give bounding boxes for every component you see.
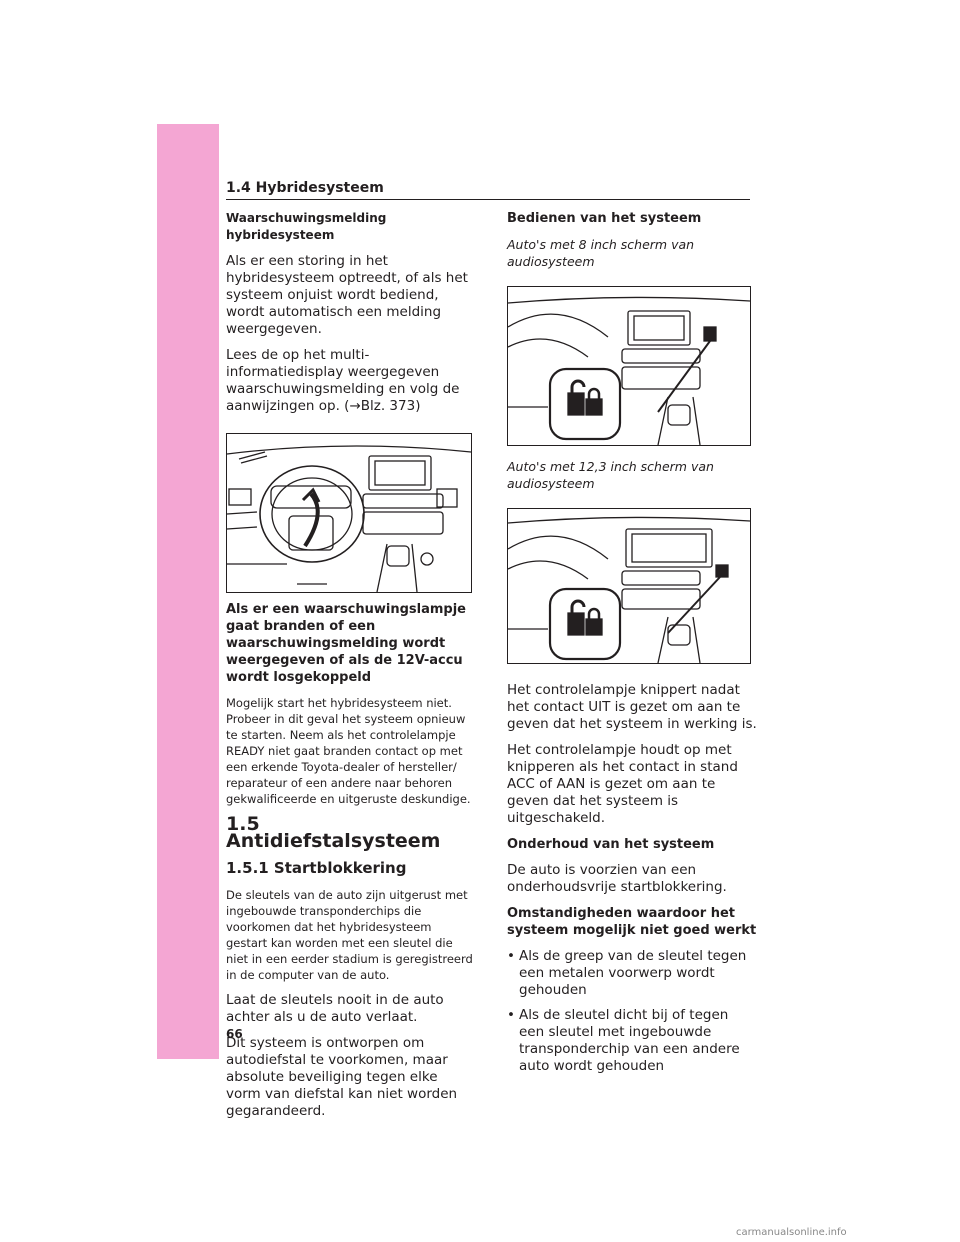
paragraph-small: De sleutels van de auto zijn uitgerust m…: [226, 888, 473, 982]
paragraph: Lees de op het multi-informatiedisplay w…: [226, 347, 460, 414]
bullet-icon: •: [507, 1007, 515, 1023]
list-item-text: Als de sleutel dicht bij of tegen een sl…: [519, 1007, 740, 1074]
caption-8-inch: Auto's met 8 inch scherm van audiosystee…: [507, 237, 695, 269]
heading-maintenance: Onderhoud van het systeem: [507, 837, 715, 852]
paragraph: Laat de sleutels nooit in de auto achter…: [226, 992, 444, 1025]
page-number: 66: [226, 1027, 243, 1041]
list-item-text: Als de greep van de sleutel tegen een me…: [519, 948, 747, 998]
header-rule: [226, 199, 750, 200]
section-header: 1.4 Hybridesysteem: [226, 180, 384, 196]
paragraph: Het controlelampje houdt op met knippere…: [507, 742, 738, 826]
left-column: Waarschuwingsmelding hybridesysteem Als …: [226, 210, 476, 1129]
heading-lamp: Als er een waarschuwingslampje gaat bran…: [226, 602, 466, 685]
dashboard-8-inch-illustration: [507, 286, 751, 446]
chapter-tab: [157, 124, 219, 1059]
dashboard-12-3-inch-illustration: [507, 508, 751, 664]
right-column: Bedienen van het systeem Auto's met 8 in…: [507, 210, 757, 1083]
heading-circumstances: Omstandigheden waardoor het systeem moge…: [507, 906, 757, 938]
caption-12-3-inch: Auto's met 12,3 inch scherm van audiosys…: [507, 459, 714, 491]
bullet-icon: •: [507, 948, 515, 964]
list-item: • Als de greep van de sleutel tegen een …: [507, 948, 757, 999]
heading-operate: Bedienen van het systeem: [507, 211, 702, 226]
heading-warning: Waarschuwingsmelding hybridesysteem: [226, 211, 387, 242]
heading-1-5-1: 1.5.1 Startblokkering: [226, 859, 407, 877]
dashboard-illustration: [226, 433, 472, 593]
paragraph-small: Mogelijk start het hybridesysteem niet. …: [226, 696, 471, 806]
security-indicator-icon: [567, 379, 603, 416]
heading-1-5: 1.5 Antidiefstalsysteem: [226, 813, 441, 852]
list-item: • Als de sleutel dicht bij of tegen een …: [507, 1007, 757, 1075]
paragraph: Dit systeem is ontworpen om autodiefstal…: [226, 1035, 458, 1119]
paragraph: Als er een storing in het hybridesysteem…: [226, 253, 468, 337]
paragraph: De auto is voorzien van een onderhoudsvr…: [507, 862, 727, 895]
footer-watermark[interactable]: carmanualsonline.info: [736, 1227, 847, 1238]
paragraph: Het controlelampje knippert nadat het co…: [507, 682, 757, 732]
security-indicator-icon: [567, 599, 603, 636]
